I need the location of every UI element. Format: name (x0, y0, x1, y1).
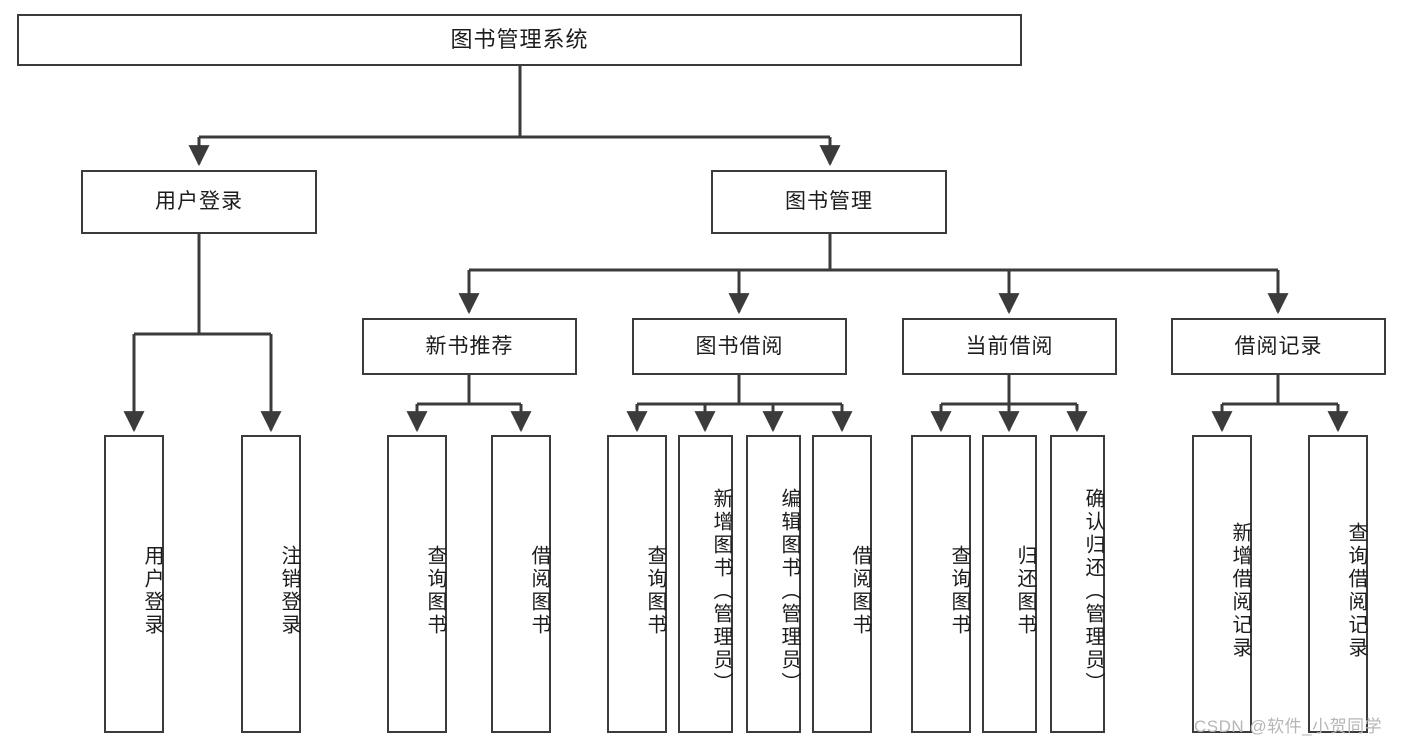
node-label: 注销登录 (278, 545, 300, 637)
node-book-borrowing[interactable]: 图书借阅 (632, 318, 847, 375)
node-label: 确认归还（管理员） (1082, 487, 1104, 695)
node-borrowing-record[interactable]: 借阅记录 (1171, 318, 1386, 375)
leaf-user-login[interactable]: 用户登录 (104, 435, 164, 733)
leaf-edit-book-admin[interactable]: 编辑图书（管理员） (746, 435, 801, 733)
node-label: 编辑图书（管理员） (778, 487, 800, 695)
node-label: 查询图书 (424, 545, 446, 637)
leaf-borrow-book-recommend[interactable]: 借阅图书 (491, 435, 551, 733)
node-label: 当前借阅 (965, 334, 1054, 358)
node-label: 新增图书（管理员） (710, 487, 732, 695)
node-current-borrowing[interactable]: 当前借阅 (902, 318, 1117, 375)
csdn-watermark: CSDN @软件_小贺同学 (1194, 717, 1383, 736)
node-label: 归还图书 (1014, 545, 1036, 637)
leaf-borrow-book[interactable]: 借阅图书 (812, 435, 872, 733)
leaf-query-book-borrow[interactable]: 查询图书 (607, 435, 667, 733)
node-label: 查询图书 (948, 545, 970, 637)
leaf-return-book[interactable]: 归还图书 (982, 435, 1037, 733)
node-label: 新增借阅记录 (1229, 522, 1251, 660)
node-label: 用户登录 (141, 545, 163, 637)
leaf-query-book-current[interactable]: 查询图书 (911, 435, 971, 733)
node-label: 新书推荐 (425, 334, 514, 358)
leaf-logout-login[interactable]: 注销登录 (241, 435, 301, 733)
leaf-add-book-admin[interactable]: 新增图书（管理员） (678, 435, 733, 733)
node-new-book-recommendation[interactable]: 新书推荐 (362, 318, 577, 375)
node-root-book-management-system[interactable]: 图书管理系统 (17, 14, 1022, 66)
leaf-query-borrow-record[interactable]: 查询借阅记录 (1308, 435, 1368, 733)
node-label: 查询借阅记录 (1345, 522, 1367, 660)
node-book-management[interactable]: 图书管理 (711, 170, 947, 234)
node-label: 借阅记录 (1234, 334, 1323, 358)
node-user-login[interactable]: 用户登录 (81, 170, 317, 234)
leaf-add-borrow-record[interactable]: 新增借阅记录 (1192, 435, 1252, 733)
node-label: 查询图书 (644, 545, 666, 637)
node-label: 图书借阅 (695, 334, 784, 358)
node-label: 图书管理 (785, 190, 873, 214)
leaf-query-book-recommend[interactable]: 查询图书 (387, 435, 447, 733)
node-label: 用户登录 (155, 190, 243, 214)
node-label: 借阅图书 (849, 545, 871, 637)
node-label: 借阅图书 (528, 545, 550, 637)
node-label: 图书管理系统 (450, 26, 589, 52)
leaf-confirm-return-admin[interactable]: 确认归还（管理员） (1050, 435, 1105, 733)
